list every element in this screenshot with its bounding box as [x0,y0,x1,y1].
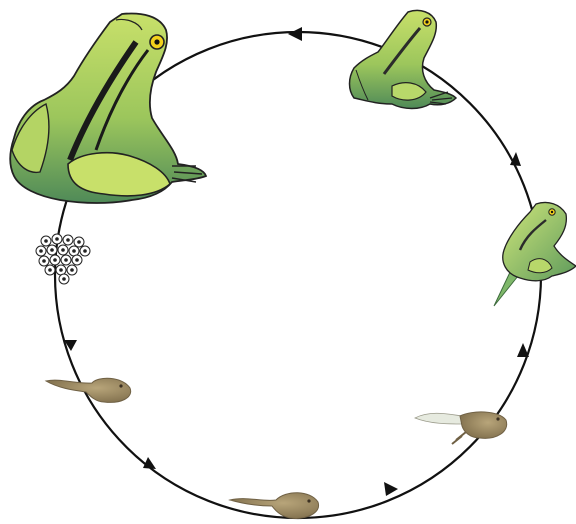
tadpole-with-legs [415,412,507,444]
froglet [494,202,576,306]
arrow-icon [517,343,529,357]
adult-frog [10,14,206,203]
arrow-icon [288,27,302,41]
young-frog [350,10,457,108]
growing-tadpole [230,493,319,519]
egg-mass [36,234,90,284]
arrow-icon [384,482,398,496]
